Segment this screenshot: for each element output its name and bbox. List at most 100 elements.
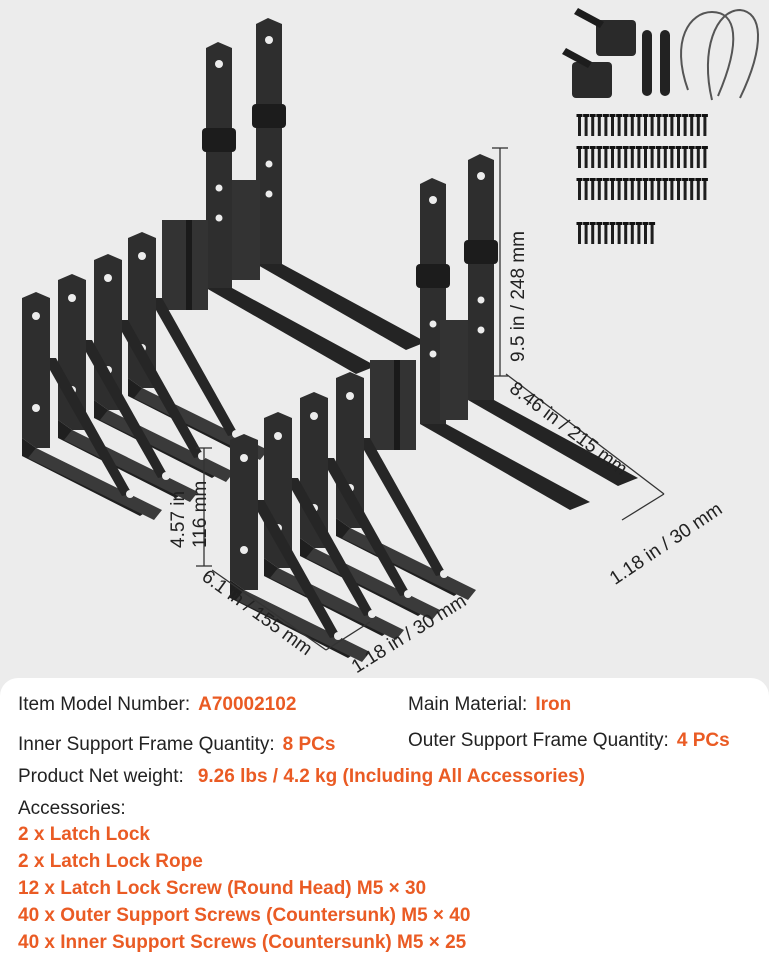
screw-icon — [701, 114, 708, 136]
screw-icon — [576, 178, 583, 200]
net-weight-row: Product Net weight: 9.26 lbs / 4.2 kg (In… — [18, 766, 585, 788]
screw-icon — [655, 146, 662, 168]
screw-icon — [616, 178, 623, 200]
screw-icon — [596, 178, 603, 200]
screw-icon — [635, 222, 642, 244]
screw-icon — [675, 114, 682, 136]
model-number-value: A70002102 — [198, 694, 297, 715]
screw-icon — [688, 146, 695, 168]
screw-icon — [602, 178, 609, 200]
screw-icon — [682, 146, 689, 168]
screw-icon — [616, 222, 623, 244]
screw-icon — [649, 178, 656, 200]
inner-quantity-value: 8 PCs — [282, 734, 336, 755]
screw-icon — [589, 114, 596, 136]
screw-icon — [662, 146, 669, 168]
screw-icon — [695, 146, 702, 168]
outer-quantity-row: Outer Support Frame Quantity: 4 PCs — [408, 730, 730, 752]
screw-icon — [635, 178, 642, 200]
specifications-panel: Item Model Number: A70002102 Main Materia… — [0, 678, 769, 972]
screw-icon — [662, 178, 669, 200]
screw-icon — [609, 178, 616, 200]
screw-icon — [642, 222, 649, 244]
screw-icon — [609, 222, 616, 244]
screw-icon — [668, 178, 675, 200]
main-material-label: Main Material: — [408, 694, 528, 715]
screw-icon — [589, 222, 596, 244]
model-number-label: Item Model Number: — [18, 694, 191, 715]
screw-icon — [622, 114, 629, 136]
screw-icon — [629, 222, 636, 244]
inner-height-in-label: 4.57 in — [168, 490, 189, 548]
dimension-lines — [196, 147, 665, 651]
screw-icon — [629, 178, 636, 200]
screw-icon — [583, 178, 590, 200]
accessories-heading: Accessories: — [18, 798, 126, 819]
screw-icon — [629, 146, 636, 168]
screw-icon — [655, 178, 662, 200]
accessory-item: 40 x Outer Support Screws (Countersunk) … — [18, 905, 471, 926]
screw-icon — [675, 178, 682, 200]
latch-lock-accessories — [562, 8, 759, 101]
product-image: 9.5 in / 248 mm 8.46 in / 215 mm 1.18 in… — [22, 8, 759, 678]
screw-icon — [695, 178, 702, 200]
bracket-illustration — [22, 8, 759, 662]
screw-icon — [609, 146, 616, 168]
screw-icon — [642, 178, 649, 200]
net-weight-label: Product Net weight: — [18, 766, 184, 787]
screw-icon — [668, 114, 675, 136]
screw-icon — [596, 114, 603, 136]
screw-icon — [596, 146, 603, 168]
screw-icon — [635, 114, 642, 136]
screw-icon — [688, 178, 695, 200]
screw-icon — [576, 114, 583, 136]
outer-quantity-value: 4 PCs — [676, 730, 730, 751]
screw-icon — [649, 222, 656, 244]
screw-icon — [642, 146, 649, 168]
screw-icon — [649, 146, 656, 168]
screw-icon — [576, 222, 583, 244]
screw-icon — [668, 146, 675, 168]
screw-icon — [701, 178, 708, 200]
screw-icon — [622, 222, 629, 244]
screw-icon — [642, 114, 649, 136]
accessory-item: 40 x Inner Support Screws (Countersunk) … — [18, 932, 467, 953]
screw-icon — [688, 114, 695, 136]
screws — [576, 114, 708, 244]
inner-quantity-label: Inner Support Frame Quantity: — [18, 734, 275, 755]
screw-icon — [583, 114, 590, 136]
screw-icon — [649, 114, 656, 136]
screw-icon — [701, 146, 708, 168]
accessory-item: 2 x Latch Lock Rope — [18, 851, 203, 872]
screw-icon — [682, 114, 689, 136]
outer-quantity-label: Outer Support Frame Quantity: — [408, 730, 669, 751]
screw-icon — [635, 146, 642, 168]
screw-icon — [662, 114, 669, 136]
model-number-row: Item Model Number: A70002102 — [18, 694, 296, 716]
screw-icon — [682, 178, 689, 200]
inner-quantity-row: Inner Support Frame Quantity: 8 PCs — [18, 734, 335, 756]
screw-icon — [589, 178, 596, 200]
outer-height-label: 9.5 in / 248 mm — [508, 231, 529, 362]
screw-icon — [695, 114, 702, 136]
screw-icon — [616, 146, 623, 168]
screw-icon — [589, 146, 596, 168]
outer-frame-back — [162, 18, 426, 374]
screw-icon — [655, 114, 662, 136]
screw-icon — [675, 146, 682, 168]
screw-icon — [602, 114, 609, 136]
screw-icon — [583, 222, 590, 244]
screw-icon — [616, 114, 623, 136]
net-weight-value: 9.26 lbs / 4.2 kg (Including All Accesso… — [197, 766, 585, 787]
screw-icon — [576, 146, 583, 168]
main-material-row: Main Material: Iron — [408, 694, 571, 716]
accessory-item: 2 x Latch Lock — [18, 824, 150, 845]
outer-frame-front — [370, 154, 638, 510]
screw-icon — [629, 114, 636, 136]
screw-icon — [609, 114, 616, 136]
screw-icon — [622, 146, 629, 168]
accessory-item: 12 x Latch Lock Screw (Round Head) M5 × … — [18, 878, 427, 899]
main-material-value: Iron — [535, 694, 572, 715]
screw-icon — [622, 178, 629, 200]
screw-icon — [583, 146, 590, 168]
